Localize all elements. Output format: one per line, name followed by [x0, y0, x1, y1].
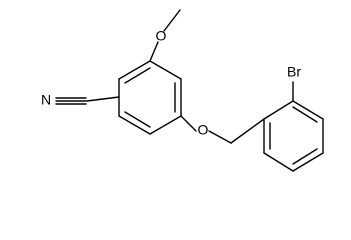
bond-ring-b-bottom-right	[292, 152, 324, 172]
bond-ring-b-top-left	[263, 100, 294, 120]
bond-ch2-to-ring-b	[230, 118, 265, 144]
atom-label-methoxy-o: O	[156, 28, 167, 44]
bond-ring-to-nitrile-carbon	[86, 96, 120, 102]
molecule-structure: N O O Br	[41, 9, 324, 172]
atom-label-bromine: Br	[287, 64, 301, 80]
bonds	[55, 9, 324, 172]
bond-ring-to-ether-oxygen	[180, 115, 197, 132]
bond-ring-a-bottom-right	[149, 115, 182, 135]
bond-ring-b-inner-top-right	[292, 106, 318, 123]
bond-ether-oxygen-to-ch2	[208, 130, 232, 144]
bond-ring-b-inner-bottom-right	[292, 148, 318, 165]
bond-ring-a-top-left	[118, 60, 151, 80]
bond-ring-a-bottom-left	[118, 115, 151, 135]
bond-ring-b-top-right	[292, 100, 324, 120]
bond-ring-b-bottom-left	[263, 152, 294, 172]
atom-label-nitrile-n: N	[41, 92, 51, 108]
bond-ring-a-inner-top-left	[124, 67, 151, 84]
atom-label-ether-o: O	[198, 122, 209, 138]
atom-labels: N O O Br	[41, 28, 301, 138]
bond-ring-a-top-right	[149, 60, 182, 80]
bond-ring-to-methoxy-oxygen	[149, 41, 159, 62]
bond-methoxy-oxygen-to-methyl	[163, 9, 181, 32]
bond-ring-a-inner-bottom-left	[124, 111, 151, 128]
